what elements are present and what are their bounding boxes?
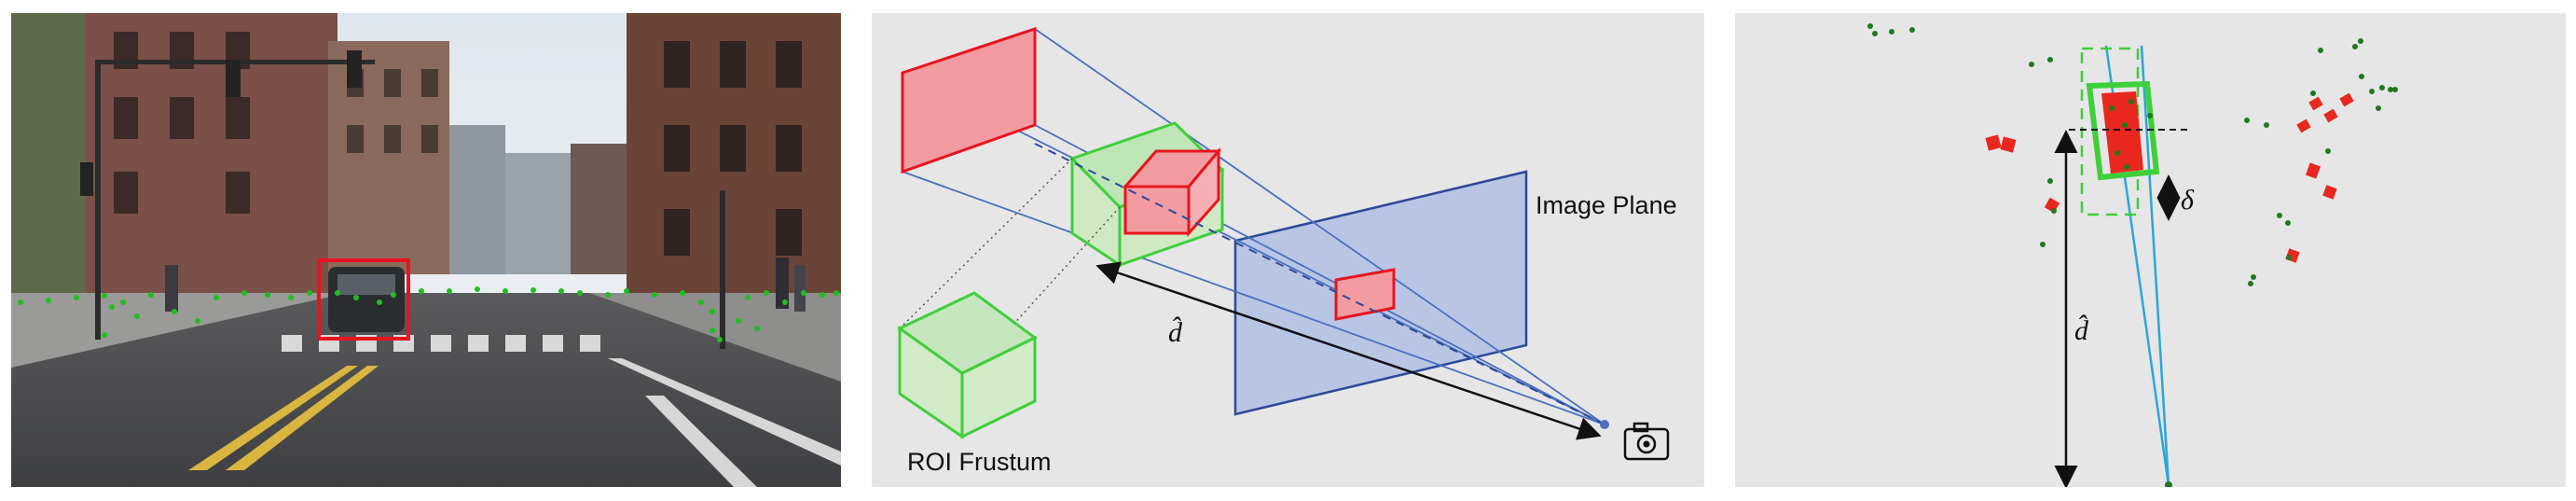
delta-label: δ xyxy=(2181,185,2195,216)
camera-center xyxy=(1600,420,1609,429)
other-objects xyxy=(1985,92,2354,263)
frustum-diagram: Image Plane ROI Frustum d̂ xyxy=(897,26,1677,476)
lidar-points xyxy=(18,286,839,342)
road xyxy=(11,293,841,487)
green-bev-box xyxy=(2086,80,2160,181)
red-roi-far xyxy=(901,26,1037,174)
bev-diagram: δ d̂ xyxy=(1867,23,2398,487)
bev-distance-label: d̂ xyxy=(2074,314,2089,346)
red-2d-bounding-box xyxy=(317,258,410,341)
camera-image-panel xyxy=(11,13,841,487)
roi-frustum-box xyxy=(897,291,1038,439)
red-inner-box xyxy=(1122,146,1222,237)
red-bev-box xyxy=(2101,91,2143,174)
bev-diagram-panel: δ d̂ xyxy=(1735,13,2566,487)
bev-lidar-points xyxy=(1867,23,2398,487)
distance-label: d̂ xyxy=(1168,316,1183,348)
search-range-box xyxy=(2080,47,2140,216)
distance-arrow xyxy=(1095,261,1602,440)
roi-frustum-label: ROI Frustum xyxy=(907,448,1052,476)
frustum-diagram-panel: Image Plane ROI Frustum d̂ xyxy=(872,13,1704,487)
camera-icon xyxy=(1623,422,1670,461)
street-scene xyxy=(11,13,841,487)
image-plane-label: Image Plane xyxy=(1536,191,1677,219)
